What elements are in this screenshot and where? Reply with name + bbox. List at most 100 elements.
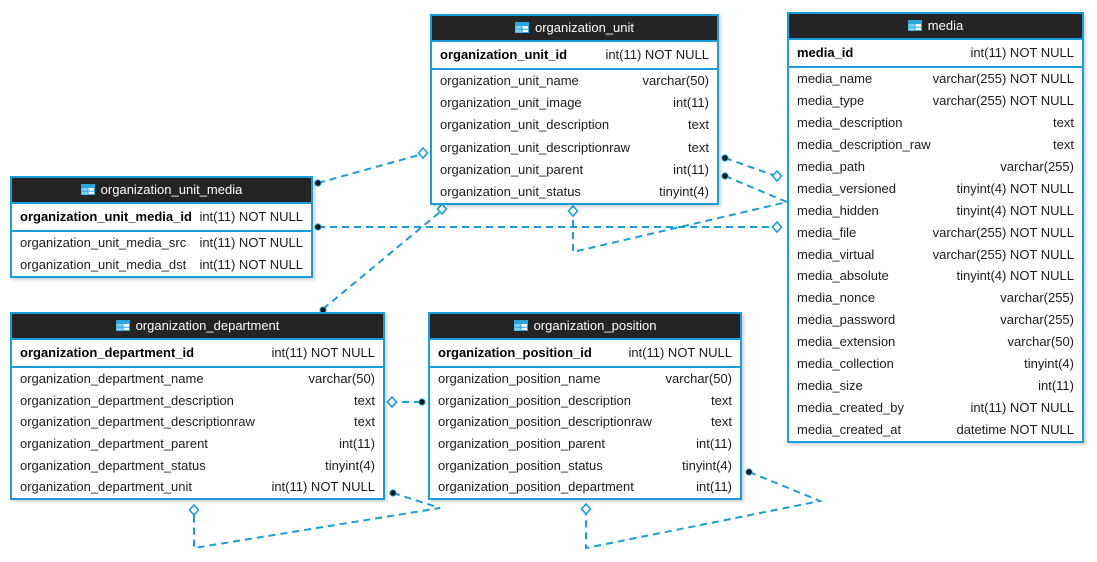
- column-type: varchar(255): [1000, 312, 1074, 328]
- column-name: organization_department_unit: [20, 479, 193, 495]
- relationship-unit_media-to-organization_unit[interactable]: [317, 154, 420, 184]
- table-organization_department[interactable]: organization_department organization_depa…: [10, 312, 385, 500]
- table-organization_unit_media[interactable]: organization_unit_media organization_unit…: [10, 176, 313, 278]
- column-name: media_virtual: [797, 246, 875, 262]
- column-type: text: [711, 392, 732, 408]
- column-name: organization_position_status: [438, 457, 603, 473]
- column-name: media_collection: [797, 356, 894, 372]
- field-row-media: media_name varchar(255) NOT NULL: [789, 68, 1082, 90]
- column-name: organization_position_description: [438, 392, 631, 408]
- column-type: text: [354, 414, 375, 430]
- table-grid-icon: [115, 315, 130, 338]
- table-title: organization_unit: [534, 20, 635, 35]
- table-grid-icon: [907, 15, 922, 38]
- table-header-organization_unit[interactable]: organization_unit: [432, 16, 717, 42]
- column-name: organization_unit_status: [440, 183, 581, 199]
- column-type: tinyint(4): [682, 457, 732, 473]
- relationship-organization_position-parent-self[interactable]: [585, 471, 824, 550]
- column-type: varchar(255) NOT NULL: [932, 71, 1074, 86]
- column-name: organization_department_id: [20, 345, 195, 360]
- table-organization_position[interactable]: organization_position organization_positi…: [428, 312, 742, 500]
- column-type: varchar(50): [308, 371, 375, 386]
- column-type: int(11) NOT NULL: [199, 209, 303, 224]
- column-name: media_size: [797, 378, 863, 394]
- column-type: text: [1053, 136, 1074, 152]
- column-type: int(11): [673, 161, 709, 177]
- column-type: text: [711, 414, 732, 430]
- fk-endpoint-dot: [389, 489, 397, 497]
- field-row-media: media_type varchar(255) NOT NULL: [789, 89, 1082, 112]
- column-name: organization_position_parent: [438, 435, 605, 451]
- column-name: media_path: [797, 158, 865, 174]
- column-type: text: [354, 392, 375, 408]
- pk-endpoint-diamond: [580, 502, 592, 516]
- field-row-media: media_created_by int(11) NOT NULL: [789, 397, 1082, 419]
- field-row-organization_department: organization_department_name varchar(50): [12, 368, 383, 390]
- table-title: organization_department: [135, 318, 280, 333]
- table-header-organization_department[interactable]: organization_department: [12, 314, 383, 340]
- relationship-organization_department-parent-self[interactable]: [193, 492, 441, 550]
- column-name: organization_department_parent: [20, 435, 208, 451]
- column-name: organization_unit_image: [440, 95, 582, 111]
- field-row-organization_position: organization_position_description text: [430, 389, 740, 412]
- table-header-organization_position[interactable]: organization_position: [430, 314, 740, 340]
- column-type: int(11): [339, 435, 375, 451]
- column-name: organization_department_name: [20, 371, 204, 386]
- relationship-organization_department-unit-to-organization_unit[interactable]: [322, 211, 441, 310]
- field-row-media: media_virtual varchar(255) NOT NULL: [789, 243, 1082, 266]
- field-row-organization_position: organization_position_status tinyint(4): [430, 454, 740, 477]
- field-row-media: media_size int(11): [789, 375, 1082, 398]
- column-name: media_name: [797, 71, 873, 86]
- column-type: varchar(255): [1000, 290, 1074, 306]
- column-type: varchar(255) NOT NULL: [932, 92, 1074, 108]
- table-header-media[interactable]: media: [789, 14, 1082, 40]
- fk-endpoint-dot: [418, 398, 426, 406]
- column-name: organization_department_description: [20, 392, 234, 408]
- column-type: tinyint(4): [1024, 356, 1074, 372]
- pk-endpoint-diamond: [386, 395, 398, 409]
- column-type: varchar(255) NOT NULL: [932, 246, 1074, 262]
- pk-endpoint-diamond: [188, 503, 200, 517]
- field-row-media: media_absolute tinyint(4) NOT NULL: [789, 265, 1082, 288]
- field-row-organization_department: organization_department_description text: [12, 389, 383, 412]
- column-type: tinyint(4) NOT NULL: [956, 268, 1074, 284]
- column-name: media_created_by: [797, 400, 904, 416]
- column-name: organization_position_name: [438, 371, 601, 386]
- fk-endpoint-dot: [721, 154, 729, 162]
- fk-endpoint-dot: [721, 172, 729, 180]
- column-name: media_absolute: [797, 268, 889, 284]
- field-row-media: media_collection tinyint(4): [789, 353, 1082, 376]
- column-type: int(11): [1038, 378, 1074, 394]
- column-name: media_created_at: [797, 422, 902, 437]
- relationship-organization_unit-parent-self[interactable]: [572, 175, 791, 254]
- column-name: organization_unit_descriptionraw: [440, 139, 631, 155]
- pk-endpoint-diamond: [417, 146, 429, 160]
- relationship-organization_unit-image-to-media[interactable]: [724, 157, 774, 176]
- column-name: organization_unit_name: [440, 73, 579, 88]
- column-name: organization_unit_parent: [440, 161, 584, 177]
- table-header-organization_unit_media[interactable]: organization_unit_media: [12, 178, 311, 204]
- column-name: media_type: [797, 92, 865, 108]
- column-type: int(11) NOT NULL: [970, 400, 1074, 416]
- table-grid-icon: [513, 315, 528, 338]
- column-type: int(11) NOT NULL: [199, 257, 303, 272]
- column-type: tinyint(4) NOT NULL: [956, 180, 1074, 196]
- fk-endpoint-dot: [314, 223, 322, 231]
